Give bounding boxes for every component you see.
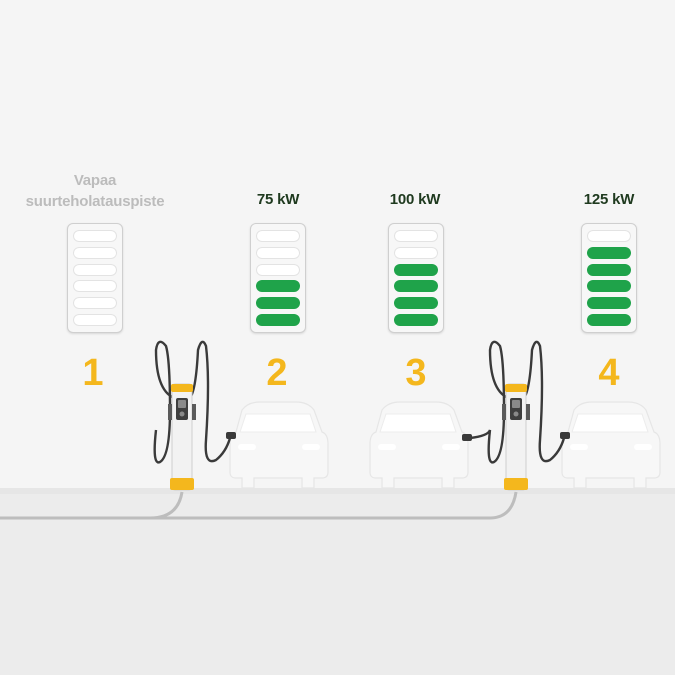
station-3-number: 3 (405, 352, 427, 394)
station-4-number: 4 (598, 352, 620, 394)
power-cable-icon (0, 491, 518, 520)
battery-cell-filled (394, 297, 438, 310)
battery-cell-filled (256, 313, 300, 326)
battery-cell-empty (394, 230, 438, 242)
battery-cell-empty (73, 280, 117, 293)
station-1-label-line1: Vapaa (73, 172, 117, 189)
battery-cell-empty (73, 313, 117, 326)
car-silhouette-icon (561, 401, 661, 489)
station-2-battery (250, 223, 306, 333)
battery-cell-filled (587, 297, 631, 310)
battery-cell-empty (394, 246, 438, 259)
battery-cell-filled (256, 297, 300, 310)
ground-edge (0, 488, 675, 494)
battery-cell-filled (587, 263, 631, 276)
battery-cell-empty (587, 230, 631, 242)
battery-cell-empty (73, 263, 117, 276)
battery-cell-empty (73, 246, 117, 259)
battery-cell-filled (587, 280, 631, 293)
battery-cell-empty (73, 297, 117, 310)
station-4-kw-label: 125 kW (583, 191, 635, 208)
battery-cell-filled (394, 313, 438, 326)
station-1-battery (67, 223, 123, 333)
power-cable-icon (0, 491, 184, 520)
station-2-number: 2 (266, 352, 288, 394)
battery-cell-filled (587, 246, 631, 259)
battery-cell-empty (256, 263, 300, 276)
battery-cell-empty (256, 230, 300, 242)
car-silhouette-icon (369, 401, 469, 489)
station-3-battery (388, 223, 444, 333)
battery-cell-filled (394, 263, 438, 276)
station-3-kw-label: 100 kW (389, 191, 441, 208)
ground (0, 490, 675, 675)
battery-cell-empty (73, 230, 117, 242)
ev-charger-icon (153, 340, 236, 491)
station-1-label-line2: suurteholatauspiste (25, 193, 165, 210)
station-2-kw-label: 75 kW (256, 191, 300, 208)
battery-cell-filled (587, 313, 631, 326)
battery-cell-filled (256, 280, 300, 293)
battery-cell-empty (256, 246, 300, 259)
car-silhouette-icon (229, 401, 329, 489)
station-1-label: Vapaa suurteholatauspiste (10, 170, 180, 212)
station-4-battery (581, 223, 637, 333)
ev-charger-icon (462, 340, 570, 491)
battery-cell-filled (394, 280, 438, 293)
station-1-number: 1 (82, 352, 104, 394)
